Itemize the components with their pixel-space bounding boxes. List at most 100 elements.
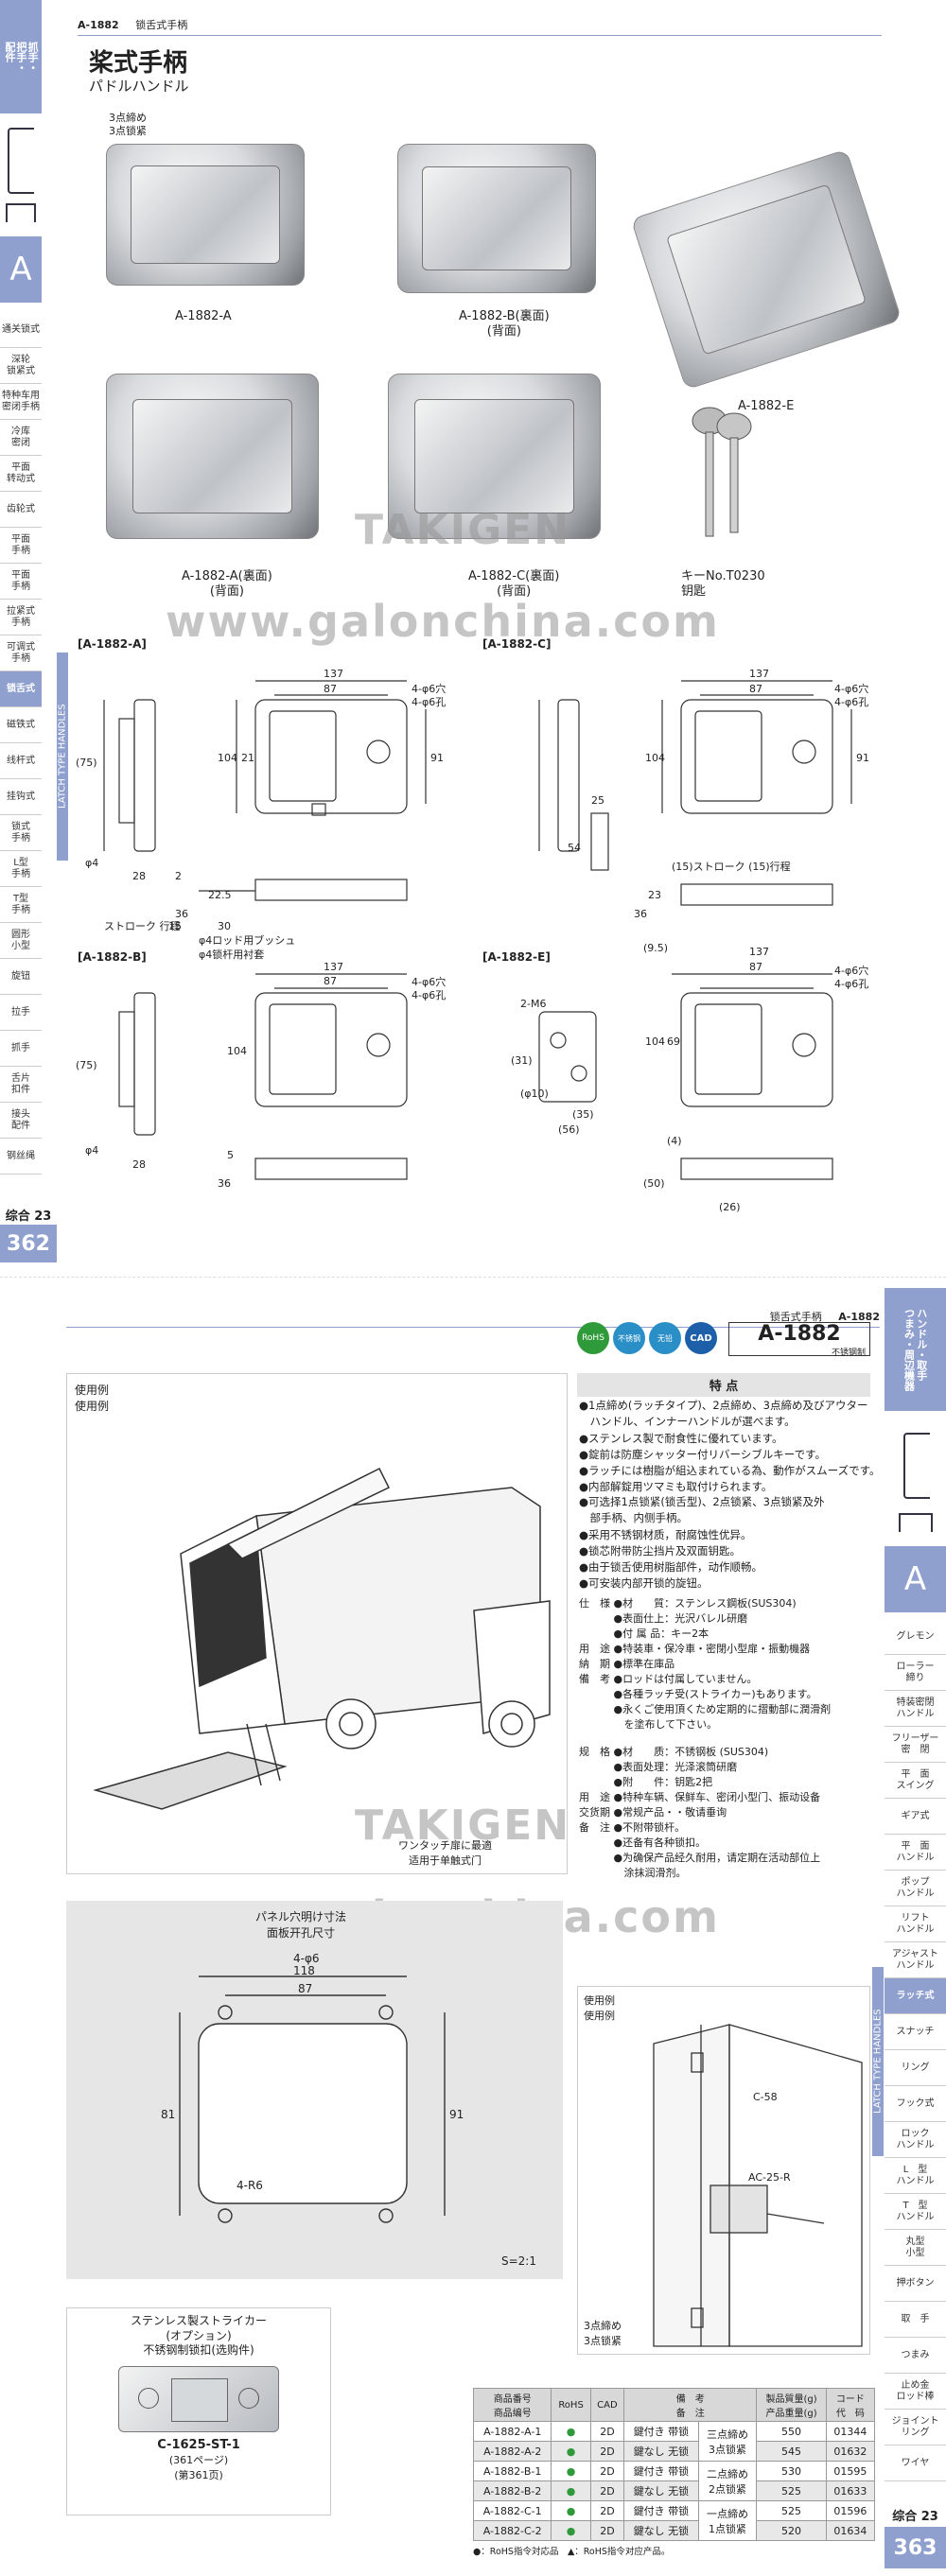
- sidebar-item[interactable]: 平面 手柄: [0, 528, 42, 564]
- sidebar-item[interactable]: 丸型 小型: [885, 2230, 946, 2266]
- sidebar-item[interactable]: 可调式 手柄: [0, 635, 42, 671]
- sidebar-item[interactable]: 挂钩式: [0, 779, 42, 815]
- sidebar-item[interactable]: ローラー 締り: [885, 1655, 946, 1691]
- dim-28: 28: [132, 870, 146, 882]
- sidebar-item[interactable]: スナッチ: [885, 2014, 946, 2050]
- dim-21: 21: [241, 752, 254, 764]
- sidebar-item[interactable]: 圆形 小型: [0, 923, 42, 959]
- sidebar-item[interactable]: 特装密閉 ハンドル: [885, 1691, 946, 1727]
- table-cell: 545: [756, 2441, 827, 2462]
- dim-87-b: 87: [324, 975, 337, 987]
- sidebar-item[interactable]: 平面 转动式: [0, 456, 42, 492]
- features-ja: ●1点締め(ラッチタイプ)、2点締め、3点締め及びアウター ハンドル、インナーハ…: [579, 1399, 881, 1494]
- dim-91: 91: [430, 752, 444, 764]
- sidebar-item[interactable]: 钢丝绳: [0, 1139, 42, 1175]
- table-cell: 鍵なし 无锁: [623, 2480, 699, 2501]
- usage2-title: 使用例 使用例: [584, 1994, 615, 2022]
- sidebar-item[interactable]: 止め金 ロッド棒: [885, 2374, 946, 2410]
- sidebar-item[interactable]: 深轮 锁紧式: [0, 348, 42, 384]
- table-cell: 鍵なし 无锁: [623, 2520, 699, 2541]
- drawing-label-a: [A-1882-A]: [78, 637, 147, 651]
- sidebar-item[interactable]: ロック ハンドル: [885, 2122, 946, 2158]
- sidebar-item[interactable]: 齿轮式: [0, 492, 42, 528]
- sidebar-item[interactable]: 平 面 スイング: [885, 1763, 946, 1799]
- sidebar-item[interactable]: 特种车用 密闭手柄: [0, 384, 42, 420]
- sidebar-item[interactable]: ポップ ハンドル: [885, 1871, 946, 1906]
- table-header: CAD: [589, 2388, 625, 2422]
- table-cell: 2D: [589, 2441, 625, 2462]
- sidebar-item[interactable]: T型 手柄: [0, 887, 42, 923]
- bottom-page-number-label: 363: [893, 2535, 937, 2560]
- dim-hole6b-e: 4-φ6孔: [834, 978, 868, 990]
- truck-caption: ワンタッチ扉に最適 适用于单触式门: [398, 1839, 492, 1867]
- door-latch-illustration: C-58 AC-25-R: [653, 2024, 863, 2347]
- dim-rod-sleeve: φ4锁杆用衬套: [199, 948, 264, 961]
- features-title: 特 点: [577, 1373, 870, 1397]
- sidebar-item[interactable]: 抓手: [0, 1031, 42, 1067]
- drawing-label-b: [A-1882-B]: [78, 950, 147, 964]
- sidebar-item[interactable]: 通关锁式: [0, 312, 42, 348]
- product-code-cell: A-1882-C-2: [472, 2520, 552, 2541]
- sidebar-item[interactable]: ラッチ式: [885, 1978, 946, 2014]
- sidebar-item[interactable]: L型 手柄: [0, 851, 42, 887]
- sidebar-item[interactable]: 冷库 密闭: [0, 420, 42, 456]
- dim-87-e: 87: [749, 961, 762, 973]
- sidebar-item[interactable]: フリーザー 密 閉: [885, 1727, 946, 1763]
- key-icon: [692, 407, 752, 537]
- truck-illustration: [93, 1467, 551, 1810]
- dim-31: (31): [511, 1054, 533, 1067]
- watermark-url-1: www.galonchina.com: [166, 596, 720, 647]
- sidebar-item[interactable]: 线杆式: [0, 743, 42, 779]
- table-cell: 鍵付き 带锁: [623, 2421, 699, 2442]
- sidebar-item[interactable]: L 型 ハンドル: [885, 2158, 946, 2194]
- dim-hole6a: 4-φ6穴: [412, 682, 446, 695]
- panel-cutout-drawing: 4-φ6 118 87 81 91 4-R6 S=2:1: [161, 1952, 536, 2268]
- sidebar-item[interactable]: 磁铁式: [0, 707, 42, 743]
- sidebar-item[interactable]: ワイヤ: [885, 2445, 946, 2481]
- table-cell: 2D: [589, 2480, 625, 2501]
- top-page-number: 362: [0, 1225, 57, 1262]
- sidebar-item[interactable]: 锁式 手柄: [0, 815, 42, 851]
- sidebar-item[interactable]: グレモン: [885, 1619, 946, 1655]
- caption-b: A-1882-B(裏面) (背面): [459, 309, 550, 339]
- top-letter: A: [9, 251, 32, 288]
- sidebar-item[interactable]: フック式: [885, 2086, 946, 2122]
- dim-36-b: 36: [218, 1177, 231, 1190]
- sidebar-item[interactable]: 拉紧式 手柄: [0, 600, 42, 635]
- sidebar-item[interactable]: 锁舌式: [0, 671, 42, 707]
- sidebar-item[interactable]: 取 手: [885, 2302, 946, 2338]
- sidebar-item[interactable]: T 型 ハンドル: [885, 2194, 946, 2230]
- product-code-cell: A-1882-C-1: [472, 2500, 552, 2521]
- bottom-side-tab: ハンドル・取手 つまみ・周辺機器: [885, 1288, 946, 1411]
- panel-dim-r6: 4-R6: [236, 2179, 263, 2192]
- technical-drawings: 137 87 4-φ6穴 4-φ6孔 104 91 21 (75) φ4 28 …: [76, 668, 869, 1213]
- sidebar-item[interactable]: 舌片 扣件: [0, 1067, 42, 1103]
- table-cell: ●: [551, 2441, 591, 2462]
- sidebar-item[interactable]: 接头 配件: [0, 1103, 42, 1139]
- sidebar-item[interactable]: ジョイント リング: [885, 2410, 946, 2445]
- sidebar-item[interactable]: リング: [885, 2050, 946, 2086]
- top-header: A-1882 锁舌式手柄: [78, 17, 882, 36]
- sidebar-item[interactable]: アジャスト ハンドル: [885, 1942, 946, 1978]
- panel-dim-holes: 4-φ6: [293, 1952, 320, 1965]
- sidebar-item[interactable]: 平面 手柄: [0, 564, 42, 600]
- top-footer-section-label: 综合 23: [5, 1210, 52, 1224]
- sidebar-item[interactable]: ギア式: [885, 1799, 946, 1835]
- bottom-header: 锁舌式手柄 A-1882: [66, 1309, 880, 1328]
- photo-a1882-a: [106, 144, 305, 286]
- dim-hole6b: 4-φ6孔: [412, 696, 446, 708]
- table-cell: 530: [756, 2461, 827, 2481]
- table-cell: 一点締め 1点锁紧: [697, 2500, 758, 2541]
- usage-example-box: 使用例 使用例 ワンタッチ扉に最適 适用于单触式门: [66, 1373, 568, 1874]
- sidebar-item[interactable]: 平 面 ハンドル: [885, 1835, 946, 1871]
- dim-25: 25: [591, 794, 604, 807]
- badge-row: RoHS 不锈钢 无铅 CAD: [577, 1322, 717, 1354]
- sidebar-item[interactable]: つまみ: [885, 2338, 946, 2374]
- sidebar-item[interactable]: 拉手: [0, 995, 42, 1031]
- sidebar-item[interactable]: リフト ハンドル: [885, 1906, 946, 1942]
- table-cell: 2D: [589, 2520, 625, 2541]
- sidebar-item[interactable]: 旋钮: [0, 959, 42, 995]
- sidebar-item[interactable]: 押ボタン: [885, 2266, 946, 2302]
